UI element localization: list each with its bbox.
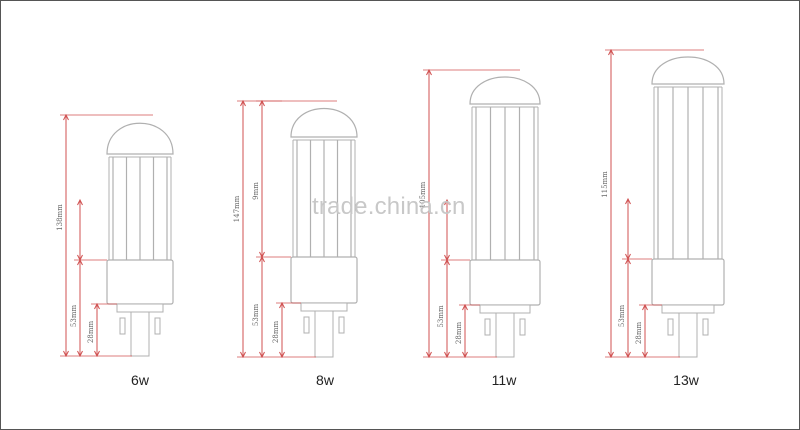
dim-base-13w-head-top [625,257,631,265]
base-8w [290,256,358,304]
dim-total-6w-head-bottom [63,350,69,358]
pin-left-8w [303,316,310,334]
base-collar-11w [479,304,531,314]
dim-pins-13w-head-top [642,303,648,311]
dim-base-11w-head-bottom [444,351,450,359]
caption-8w: 8w [316,372,334,388]
dim-label-base-11w: 53mm [437,305,445,328]
pin-right-6w [154,317,161,335]
dim-base-11w-head-top [444,258,450,266]
caption-6w: 6w [131,372,149,388]
lamp-11w: 105mm 53mm 28mm [419,68,541,359]
dim-pins-13w-head-bottom [642,351,648,359]
dome-13w [651,56,725,85]
dim-upper-8w-head-top [259,99,265,107]
dome-11w [469,76,541,105]
dim-label-total-6w: 138mm [56,204,64,231]
pin-block-13w [678,312,698,358]
pin-block-6w [130,311,150,357]
lamp-8w: 147mm 9mm 53mm 28mm [233,99,358,359]
dim-label-head-8w: 9mm [252,182,260,200]
dim-total-11w-head-bottom [426,351,432,359]
dim-label-base-8w: 53mm [252,304,260,327]
dim-pins-8w-head-top [279,301,285,309]
base-13w [651,258,725,306]
dim-label-pins-6w: 28mm [87,321,95,344]
caption-11w: 11w [491,372,517,388]
dim-upper-13w-head-top [625,197,631,205]
dim-label-base-13w: 53mm [618,305,626,328]
dim-base-6w-head-bottom [77,350,83,358]
pin-left-6w [119,317,126,335]
dim-pins-11w-head-bottom [462,351,468,359]
dim-total-8w-head-bottom [240,351,246,359]
pin-right-11w [519,318,526,336]
base-6w [106,259,174,305]
pin-block-8w [314,310,334,358]
dim-total-13w-head-bottom [608,351,614,359]
dim-label-pins-13w: 28mm [635,322,643,345]
lamp-6w: 138mm 53mm 28mm [56,113,174,358]
base-collar-13w [661,304,715,314]
pin-block-11w [495,312,515,358]
dim-upper-6w-head-top [77,198,83,206]
dim-label-pins-11w: 28mm [455,322,463,345]
dim-pins-11w-head-top [462,303,468,311]
dim-total-13w-head-top [608,48,614,56]
dim-total-11w-head-top [426,68,432,76]
dim-label-pins-8w: 28mm [272,321,280,344]
watermark-text: trade.china.cn [312,193,466,220]
dim-pins-6w-head-bottom [94,350,100,358]
pin-left-11w [484,318,491,336]
dim-label-total-13w: 115mm [601,171,609,198]
lamp-13w: 115mm 53mm 28mm [601,48,725,359]
dome-6w [106,122,174,155]
dome-8w [290,107,358,138]
pin-right-13w [702,318,709,336]
dim-pins-6w-head-top [94,302,100,310]
dim-pins-8w-head-bottom [279,351,285,359]
dim-total-6w-head-top [63,113,69,121]
dim-base-8w-head-top [259,255,265,263]
dim-base-8w-head-bottom [259,351,265,359]
dim-label-total-11w: 105mm [419,181,427,208]
base-collar-8w [300,302,348,312]
dim-label-base-6w: 53mm [70,305,78,328]
dim-label-total-8w: 147mm [233,195,241,222]
base-collar-6w [116,303,164,313]
dim-upper-11w-head-top [444,198,450,206]
base-11w [469,259,541,306]
pin-right-8w [338,316,345,334]
caption-13w: 13w [673,372,699,388]
dim-base-13w-head-bottom [625,351,631,359]
pin-left-13w [667,318,674,336]
dim-base-6w-head-top [77,258,83,266]
dim-total-8w-head-top [240,99,246,107]
